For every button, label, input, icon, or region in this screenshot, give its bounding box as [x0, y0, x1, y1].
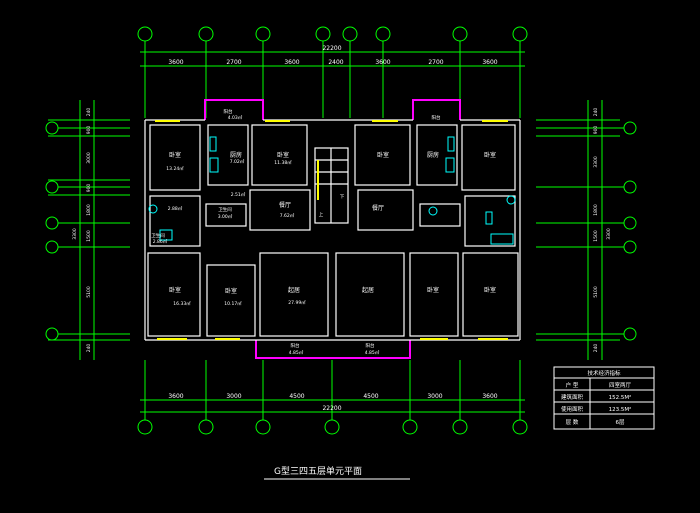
- label-bedroom-bottom-right: 卧室: [484, 286, 496, 294]
- top-seg-4: 2400: [328, 59, 343, 66]
- label-master-left-area: 16.33㎡: [173, 300, 191, 307]
- left-dim-3000: 3000: [86, 152, 92, 164]
- bottom-seg-1: 3600: [168, 393, 183, 400]
- drawing-title-block: G型三四五层单元平面: [264, 465, 410, 480]
- label-stair-down: 下: [340, 194, 345, 200]
- label-bedroom-mid-left-area: 11.38㎡: [274, 159, 292, 166]
- label-wc-left-area: 3.00㎡: [218, 213, 233, 220]
- bottom-axis-grid: [137, 360, 528, 435]
- left-dim-900a: 900: [86, 126, 92, 135]
- bottom-segment-dimensions: 3600 3000 4500 4500 3000 3600: [168, 393, 497, 400]
- label-wc-left2-area: 2.86㎡: [153, 238, 168, 245]
- bottom-seg-2: 3000: [226, 393, 241, 400]
- drawing-title: G型三四五层单元平面: [274, 465, 362, 477]
- right-dim-240a: 240: [593, 108, 599, 117]
- left-axis-grid: [45, 100, 130, 360]
- label-dining-right: 餐厅: [372, 204, 384, 212]
- right-dim-1500: 1500: [593, 230, 599, 242]
- label-bedroom-top-right2: 卧室: [484, 151, 496, 159]
- label-balcony-bottom-right-area: 4.85㎡: [365, 349, 380, 356]
- label-bedroom-top-right: 卧室: [377, 151, 389, 159]
- windows: [155, 120, 508, 340]
- label-balcony-bottom-right: 阳台: [366, 342, 375, 349]
- label-dining-left-area: 2.51㎡: [231, 191, 246, 198]
- right-dim-900: 900: [593, 126, 599, 135]
- table-row-2-label: 建筑面积: [561, 393, 584, 401]
- left-dim-1800: 1800: [86, 204, 92, 216]
- right-dim-sub: 3300: [606, 228, 612, 240]
- label-living-right: 起居: [362, 286, 374, 294]
- label-kitchen-left-area: 7.02㎡: [230, 158, 245, 165]
- table-row-2-value: 152.5M²: [609, 394, 632, 401]
- bottom-seg-6: 3600: [482, 393, 497, 400]
- label-bedroom-bottom-left: 卧室: [225, 287, 237, 295]
- fixtures: [148, 136, 516, 245]
- left-dim-240b: 240: [86, 344, 92, 353]
- right-dim-240b: 240: [593, 344, 599, 353]
- label-bedroom-top-left: 卧室: [169, 151, 181, 159]
- label-balcony-top-left: 阳台: [224, 108, 233, 115]
- table-row-4-label: 层 数: [566, 418, 579, 426]
- table-row-1-value: 四室两厅: [609, 381, 632, 389]
- label-living-left-area: 27.99㎡: [288, 299, 306, 306]
- table-row-3-label: 使用面积: [561, 405, 584, 413]
- right-dimensions: 240 900 3300 1800 1500 5100 240 3300: [593, 108, 612, 353]
- label-bedroom-mid-left: 卧室: [277, 151, 289, 159]
- right-axis-grid: [536, 100, 637, 360]
- label-stair-up: 上: [319, 211, 324, 218]
- label-master-right: 卧室: [427, 286, 439, 294]
- label-bedroom-bottom-left-area: 10.17㎡: [224, 300, 242, 307]
- label-dining-left: 餐厅: [279, 201, 291, 209]
- left-dimensions: 240 900 3000 900 1800 1500 5100 240 3300: [72, 108, 92, 353]
- label-master-left: 卧室: [169, 286, 181, 294]
- bottom-seg-4: 4500: [363, 393, 378, 400]
- indicator-table: 技术经济指标 户 型 四室两厅 建筑面积 152.5M² 使用面积 123.5M…: [553, 366, 655, 430]
- room-labels: 卧室 13.24㎡ 厨房 7.02㎡ 卧室 11.38㎡ 阳台 4.03㎡ 2.…: [151, 108, 496, 356]
- top-seg-5: 3600: [375, 59, 390, 66]
- bottom-seg-5: 3000: [427, 393, 442, 400]
- table-row-4-value: 6层: [616, 419, 625, 426]
- right-dim-3300: 3300: [593, 156, 599, 168]
- label-wc-left2: 卫生间: [151, 232, 165, 239]
- label-balcony-top-left-area: 4.03㎡: [228, 114, 243, 121]
- top-seg-3: 3600: [284, 59, 299, 66]
- left-dim-240a: 240: [86, 108, 92, 117]
- label-balcony-bottom-left: 阳台: [291, 342, 300, 349]
- left-dim-3300: 3300: [72, 228, 78, 240]
- left-dim-900b: 900: [86, 184, 92, 193]
- label-bath-left-area: 2.88㎡: [168, 205, 183, 212]
- walls: [144, 119, 521, 341]
- table-heading: 技术经济指标: [587, 369, 621, 377]
- label-balcony-bottom-left-area: 4.85㎡: [289, 349, 304, 356]
- label-wc-left: 卫生间: [218, 206, 232, 213]
- top-seg-1: 3600: [168, 59, 183, 66]
- table-row-3-value: 123.5M²: [609, 406, 632, 413]
- label-living-left: 起居: [288, 286, 300, 294]
- top-seg-7: 3600: [482, 59, 497, 66]
- label-balcony-top-right: 阳台: [432, 114, 441, 121]
- right-dim-5100: 5100: [593, 286, 599, 298]
- balconies: [204, 99, 461, 359]
- top-axis-grid: [137, 26, 528, 118]
- top-seg-6: 2700: [428, 59, 443, 66]
- label-kitchen-left: 厨房: [230, 151, 242, 159]
- top-seg-2: 2700: [226, 59, 241, 66]
- right-dim-1800: 1800: [593, 204, 599, 216]
- left-dim-1500: 1500: [86, 230, 92, 242]
- bottom-total-dimension: 22200: [322, 405, 341, 412]
- label-bedroom-top-left-area: 13.24㎡: [166, 165, 184, 172]
- bottom-seg-3: 4500: [289, 393, 304, 400]
- top-segment-dimensions: 3600 2700 3600 2400 3600 2700 3600: [168, 59, 497, 66]
- label-kitchen-right: 厨房: [427, 151, 439, 159]
- left-dim-5100: 5100: [86, 286, 92, 298]
- label-dining-left-area2: 7.62㎡: [280, 212, 295, 219]
- table-row-1-label: 户 型: [566, 381, 579, 389]
- top-total-dimension: 22200: [322, 45, 341, 52]
